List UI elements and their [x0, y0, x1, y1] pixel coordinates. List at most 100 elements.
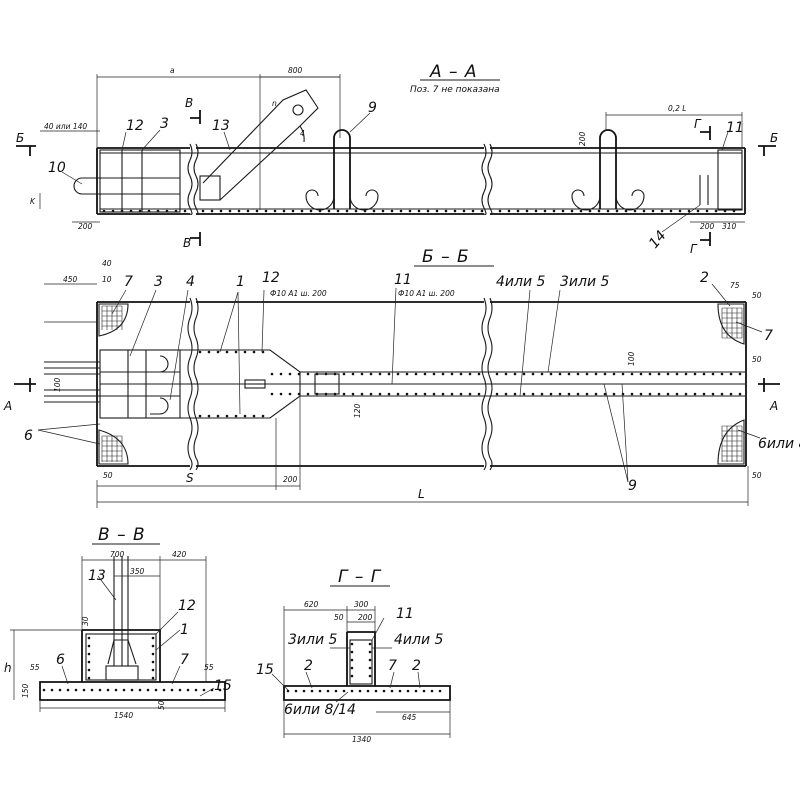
aa-rebar-dot — [336, 209, 340, 213]
dim-200-gg-label: 200 — [358, 613, 373, 622]
mesh-11-label: Ф10 А1 ш. 200 — [398, 289, 455, 298]
aa-loop-left-hook-b — [349, 189, 379, 211]
dim-n-label: n — [272, 99, 277, 108]
vv-rebar-dot — [98, 688, 102, 692]
bb-rebar-dot — [369, 372, 373, 376]
aa-rebar-dot — [579, 209, 583, 213]
dim-55-left-label: 55 — [30, 663, 40, 672]
bb-rebar-dot — [729, 372, 733, 376]
aa-rebar-dot — [219, 209, 223, 213]
bb-rebar-dot — [396, 392, 400, 396]
bb-rebar-dot — [270, 392, 274, 396]
bb-rebar-dot — [288, 392, 292, 396]
bb-rebar-dot — [594, 392, 598, 396]
dim-75-label: 75 — [730, 281, 740, 290]
bb-rebar-dot — [441, 392, 445, 396]
bb-rebar-dot — [468, 392, 472, 396]
aa-loop-right-hook-a — [571, 189, 601, 211]
gg-rebar-dot — [350, 666, 354, 670]
pos-6-vv: 6 — [56, 652, 65, 668]
aa-rebar-dot — [408, 209, 412, 213]
dim-40-label: 40 — [102, 259, 112, 268]
aa-rebar-dot — [570, 209, 574, 213]
bb-rebar-dot — [504, 372, 508, 376]
aa-rebar-dot — [651, 209, 655, 213]
gg-rebar-dot — [350, 689, 354, 693]
leader-1-vv — [155, 629, 181, 651]
bb-rebar-dot — [540, 372, 544, 376]
leader-2-gg-right — [417, 671, 421, 689]
cut-v-top — [190, 110, 201, 124]
dim-50-mid-right: 50 — [752, 355, 762, 364]
cut-g-bottom-label: Г — [690, 242, 698, 256]
cut-b-left-label: Б — [16, 131, 24, 145]
bb-rebar-dot — [432, 392, 436, 396]
dim-50-bottom-right: 50 — [752, 471, 762, 480]
pos-7-bb-right: 7 — [764, 328, 773, 344]
bb-insert — [244, 379, 266, 389]
bb-rebar-dot — [297, 372, 301, 376]
cut-g-top-label: Г — [694, 117, 702, 131]
vv-rebar-dot — [151, 668, 155, 672]
leader-10 — [61, 171, 83, 185]
aa-rebar-dot — [354, 209, 358, 213]
bb-break-1 — [187, 297, 193, 471]
vv-rebar-dot — [122, 688, 126, 692]
gg-rebar-dot — [438, 689, 442, 693]
dim-k-label: K — [30, 197, 36, 206]
bb-rebar-dot — [414, 372, 418, 376]
leader-3-bb — [129, 289, 157, 357]
bb-rebar-dot — [684, 392, 688, 396]
bb-rebar-dot — [252, 350, 256, 354]
dim-s-label: S — [186, 471, 194, 485]
aa-anchor-plate — [199, 175, 221, 201]
aa-rebar-dot — [417, 209, 421, 213]
dim-10-label: 10 — [102, 275, 112, 284]
bb-rebar-dot — [648, 372, 652, 376]
section-vv: В – В 700 420 350 30 h 150 55 55 50 1540 — [4, 525, 232, 720]
bb-rebar-dot — [315, 372, 319, 376]
pos-13-aa: 13 — [212, 118, 230, 134]
aa-slab-right — [490, 147, 746, 215]
aa-rebar-dot — [273, 209, 277, 213]
bb-rebar-dot — [441, 372, 445, 376]
bb-rebar-dot — [342, 372, 346, 376]
pos-12-bb: 12 — [262, 270, 280, 286]
dim-100-left-label: 100 — [53, 377, 62, 392]
aa-break-4 — [487, 143, 493, 215]
dim-310-label: 310 — [722, 222, 737, 231]
bb-rebar-dot — [639, 392, 643, 396]
aa-rebar-dot — [345, 209, 349, 213]
aa-rebar-dot — [246, 209, 250, 213]
bb-rebar-dot — [621, 372, 625, 376]
bb-rebar-dot — [459, 372, 463, 376]
pos-12-vv: 12 — [178, 598, 196, 614]
vv-rebar-dot — [87, 676, 91, 680]
bb-rebar-dot — [351, 372, 355, 376]
vv-rebar-dot — [82, 688, 86, 692]
gg-rebar-dot — [350, 674, 354, 678]
leader-3-aa — [141, 129, 161, 151]
aa-rebar-dot — [471, 209, 475, 213]
vv-rebar-dot — [87, 644, 91, 648]
bb-rebar-dot — [549, 372, 553, 376]
vv-rebar-dot — [151, 660, 155, 664]
pos-11-aa: 11 — [726, 120, 744, 136]
leader-12-bb — [261, 289, 265, 353]
leader-15-vv — [199, 687, 215, 697]
bb-rebar-dot — [198, 414, 202, 418]
gg-rebar-dot — [294, 689, 298, 693]
pos-7-vv: 7 — [180, 652, 189, 668]
bb-rebar-dot — [450, 372, 454, 376]
gg-rebar-dot — [318, 689, 322, 693]
aa-end-cage — [99, 149, 181, 213]
aa-rebar-dot — [453, 209, 457, 213]
bb-rebar-dot — [243, 414, 247, 418]
aa-rebar-dot — [237, 209, 241, 213]
bb-rebar-dot — [630, 392, 634, 396]
gg-rebar-dot — [310, 689, 314, 693]
bb-rebar-dot — [738, 372, 742, 376]
leader-12-vv — [155, 611, 179, 635]
bb-rebar-dot — [324, 392, 328, 396]
bb-break-4 — [487, 297, 493, 471]
